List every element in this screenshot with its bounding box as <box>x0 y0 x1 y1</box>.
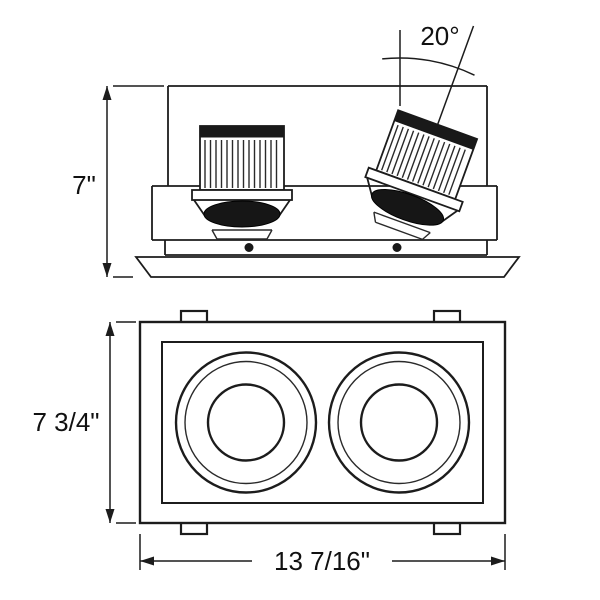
arrow-up-icon <box>105 322 115 336</box>
heatsink-cap <box>393 109 478 150</box>
plan-width-label: 13 7/16" <box>274 546 370 576</box>
gimbal-ring <box>373 211 431 241</box>
arrow-down-icon <box>102 263 112 277</box>
aperture-left <box>174 351 318 494</box>
heatsink-fins <box>380 124 466 195</box>
reflector-bowl <box>366 177 458 223</box>
led-module-right-tilted <box>364 109 479 241</box>
tilt-axis-line <box>436 25 475 125</box>
lamp-circle <box>206 383 286 462</box>
module-collar <box>191 189 293 201</box>
arrow-down-icon <box>105 509 115 523</box>
side-elevation-view: 20° 7" <box>72 21 521 278</box>
led-module-left <box>191 125 293 240</box>
reflector-bowl <box>193 199 291 217</box>
lens <box>371 188 445 226</box>
lens <box>203 200 281 228</box>
plan-view: 7 3/4" 13 7/16" <box>32 309 507 576</box>
aperture-right <box>327 351 471 494</box>
trim-ring-inner <box>337 360 461 485</box>
gimbal-ring <box>211 229 273 240</box>
plan-height-label: 7 3/4" <box>32 407 99 437</box>
arrow-up-icon <box>102 86 112 100</box>
height-dimension-side: 7" <box>72 85 164 278</box>
screw-icon <box>392 243 402 252</box>
width-dimension-plan: 13 7/16" <box>139 534 506 576</box>
side-height-label: 7" <box>72 170 96 200</box>
angle-label: 20° <box>420 21 459 51</box>
housing-back-box <box>167 85 488 186</box>
trim-ring-outer <box>174 351 318 494</box>
arrow-left-icon <box>140 556 154 566</box>
trim-ring-inner <box>184 360 308 485</box>
heatsink-cap <box>199 125 285 138</box>
height-dimension-plan: 7 3/4" <box>32 321 136 524</box>
module-collar <box>364 166 464 213</box>
angle-arc <box>382 57 475 76</box>
trim-outer-frame <box>138 320 507 525</box>
ceiling-flange <box>134 256 521 278</box>
mounting-tabs <box>179 309 462 536</box>
trim-inner-frame <box>161 341 484 504</box>
arrow-right-icon <box>491 556 505 566</box>
tilt-angle-annotation: 20° <box>382 21 475 125</box>
lamp-circle <box>359 383 439 462</box>
screw-icon <box>244 243 254 252</box>
heatsink-fins <box>204 140 278 188</box>
trim-ring-outer <box>327 351 471 494</box>
trim-frame <box>164 240 488 256</box>
